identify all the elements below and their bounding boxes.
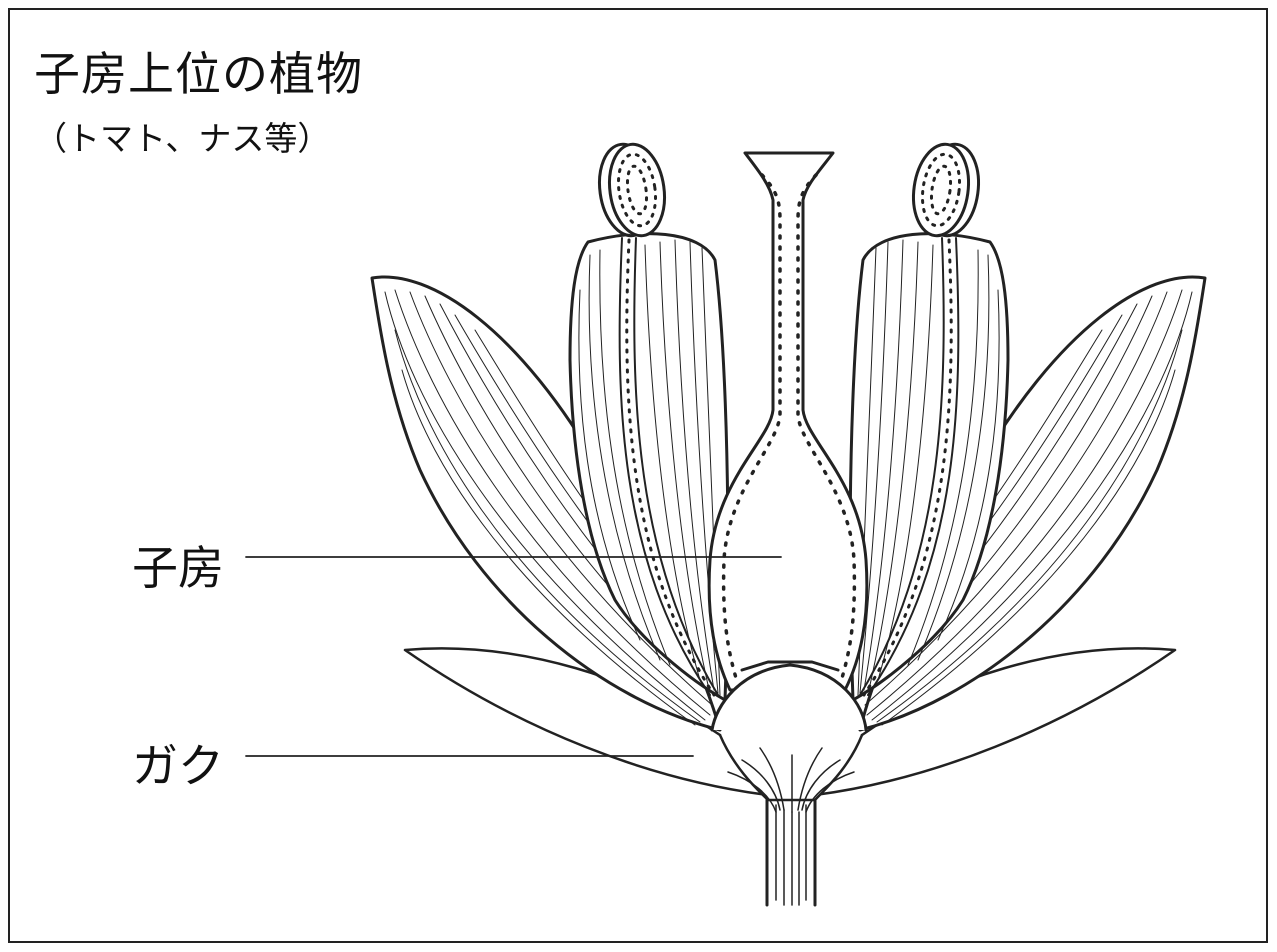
page-title: 子房上位の植物 [34, 47, 363, 101]
stamen-left [568, 142, 730, 702]
ovary-label: 子房 [132, 541, 224, 595]
page-subtitle: （トマト、ナス等） [34, 119, 331, 158]
receptacle [710, 660, 868, 732]
calyx-sepals [403, 647, 1177, 813]
pistil [707, 151, 869, 692]
stamen-right [848, 142, 1010, 702]
calyx-label: ガク [132, 739, 224, 793]
stem [765, 798, 817, 907]
